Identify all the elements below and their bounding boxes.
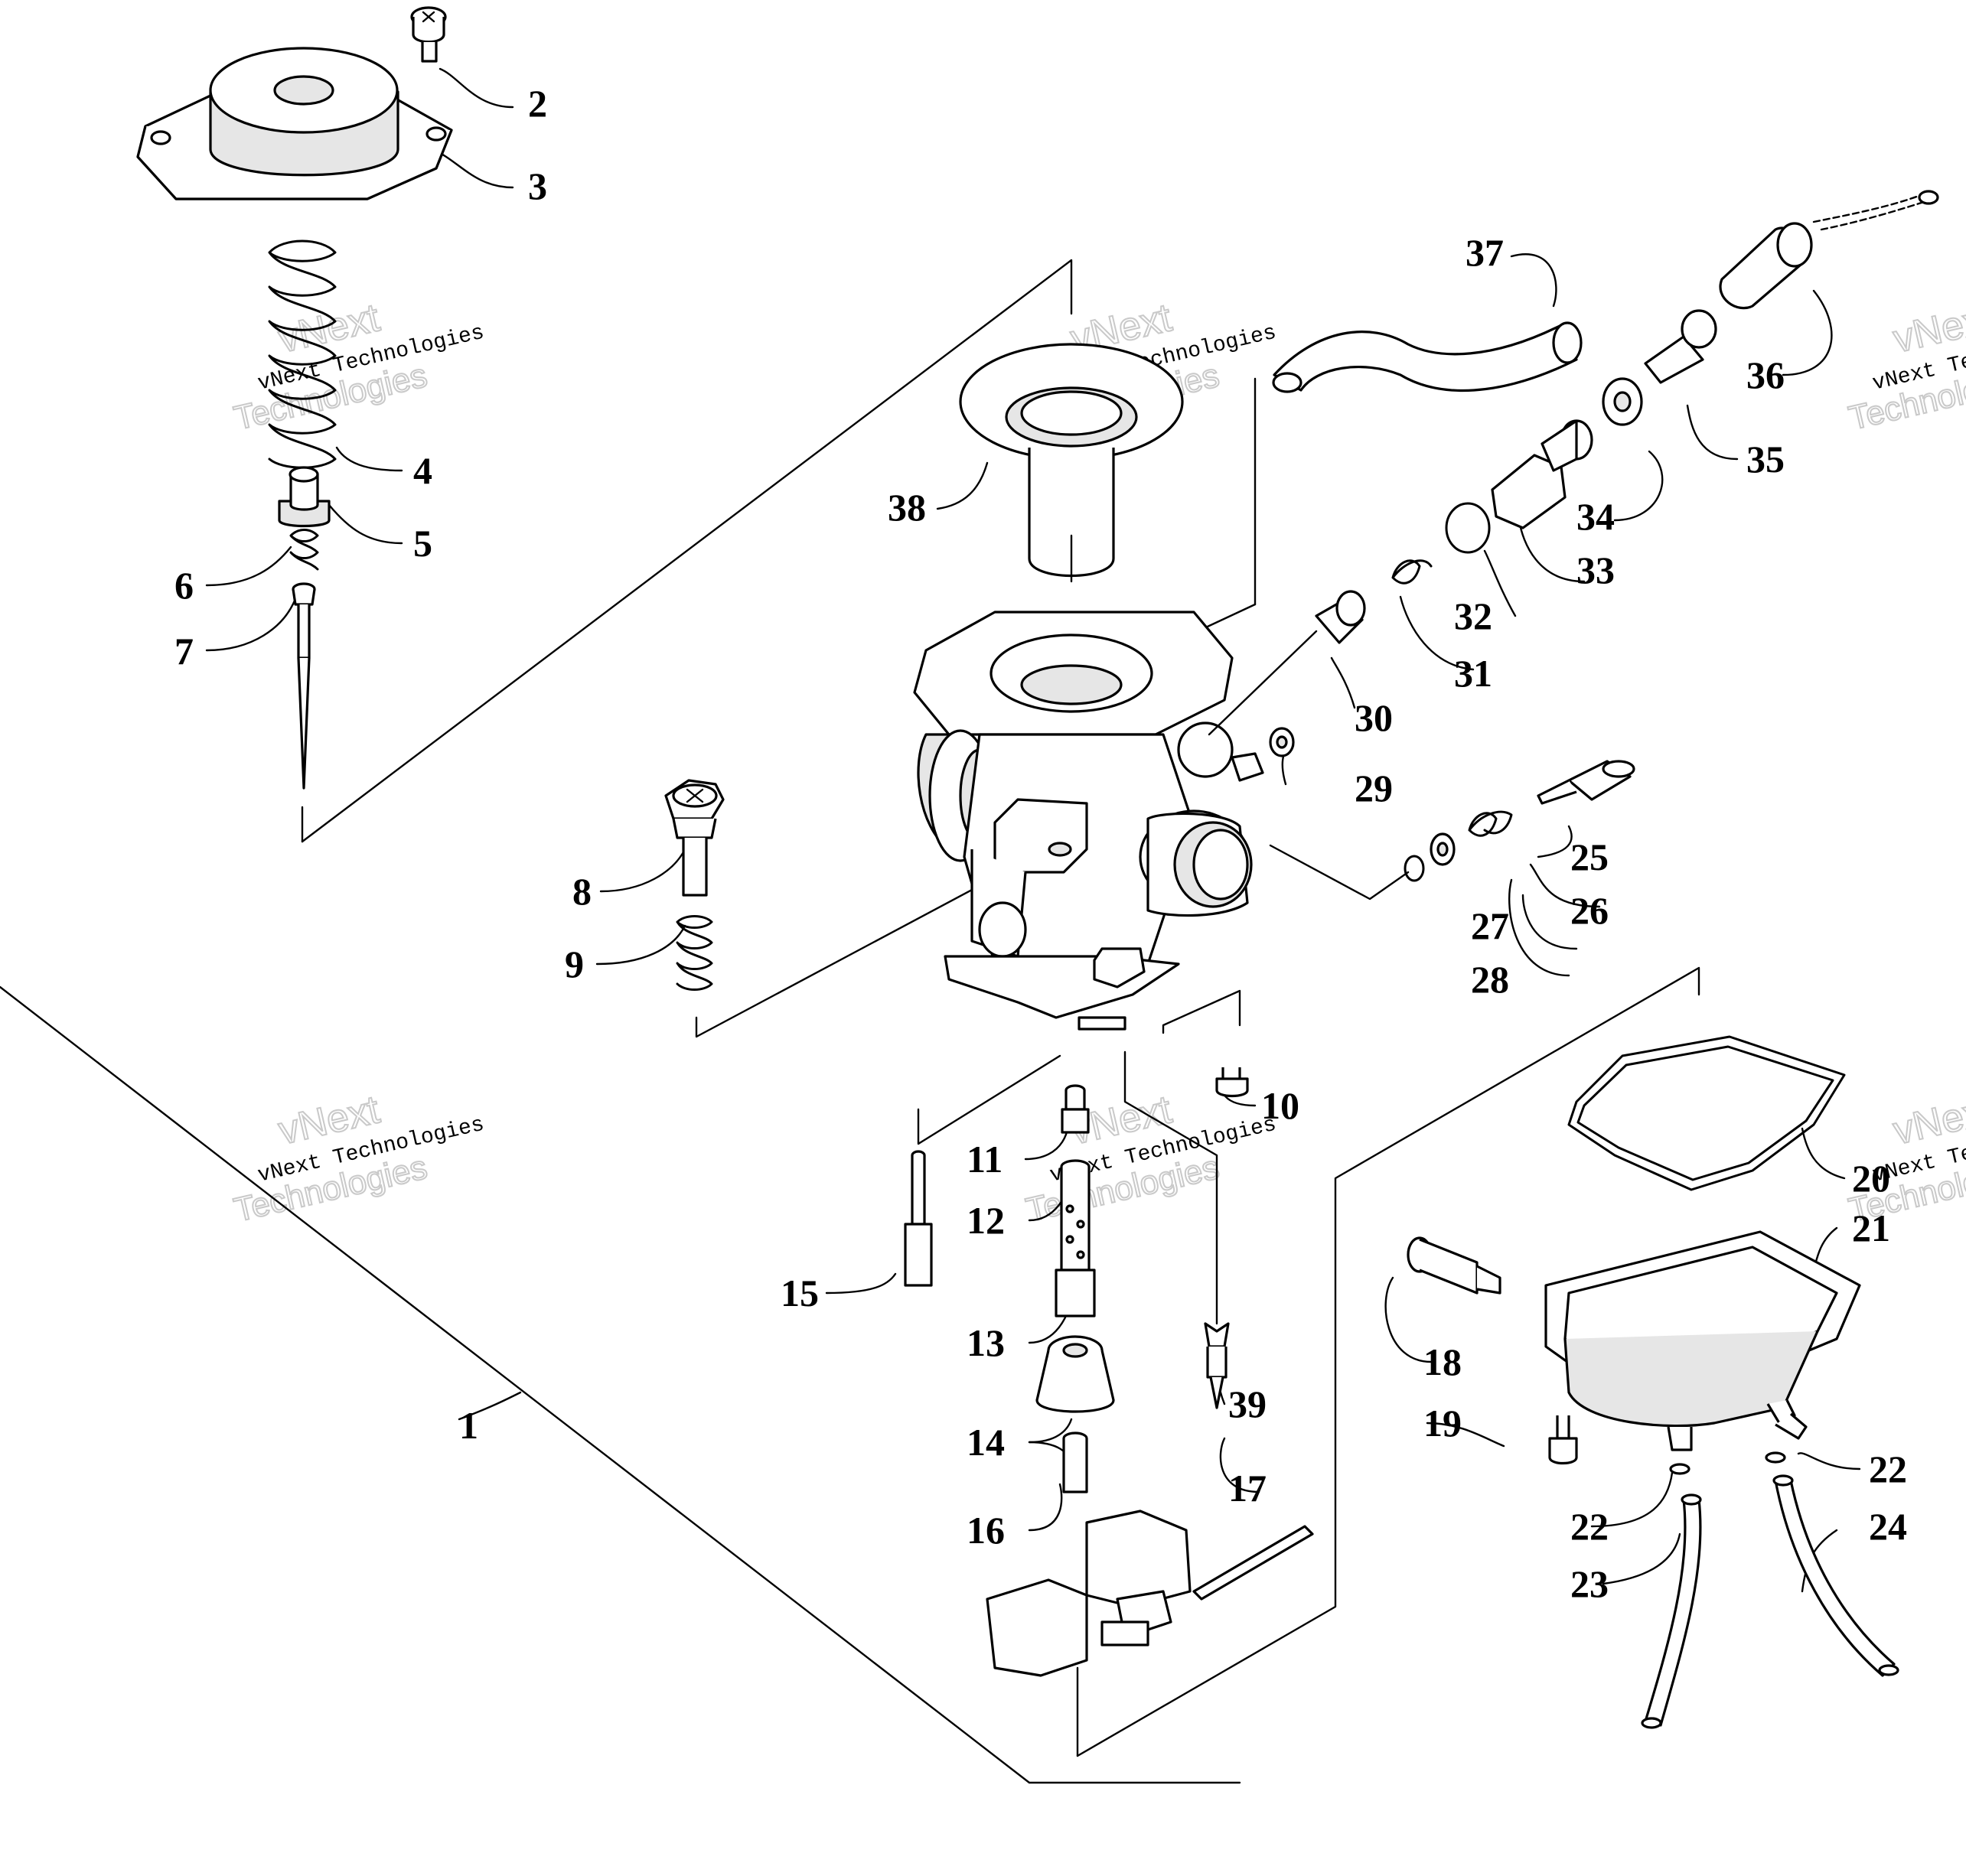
callout-4: 4 (413, 449, 432, 492)
part-28-o-ring (1404, 855, 1425, 882)
carburetor-body (913, 611, 1264, 1031)
callout-1: 1 (459, 1404, 478, 1447)
part-30-starter-plunger (1208, 590, 1366, 736)
callout-26: 26 (1570, 889, 1609, 932)
leader-lines (205, 67, 1861, 1593)
part-14-main-jet (1062, 1431, 1088, 1493)
callout-17: 17 (1228, 1467, 1267, 1510)
callout-15: 15 (781, 1272, 819, 1314)
callout-6: 6 (174, 564, 194, 607)
callout-35: 35 (1746, 438, 1785, 480)
part-11-pilot-jet (1061, 1084, 1090, 1134)
part-18-drain-screw (1407, 1236, 1501, 1295)
callout-25: 25 (1570, 835, 1609, 878)
part-25-air-screw (1537, 760, 1635, 805)
callout-38: 38 (888, 486, 926, 529)
part-6-clip-spring (289, 529, 319, 571)
callout-37: 37 (1466, 231, 1504, 274)
callout-8: 8 (572, 870, 592, 913)
part-16-float (986, 1510, 1192, 1677)
watermark: vNext vNext Technologies Technologies (1844, 295, 1966, 438)
part-3-top-cover (136, 47, 453, 200)
callout-33: 33 (1576, 549, 1615, 591)
callout-27: 27 (1471, 904, 1509, 947)
part-20-gasket (1567, 1035, 1846, 1191)
callout-10: 10 (1261, 1084, 1299, 1127)
part-34-nut (1602, 377, 1643, 426)
part-2-screw (410, 6, 447, 63)
part-35-cable-adapter (1644, 309, 1717, 384)
part-38-diaphragm-slide (959, 343, 1184, 583)
callout-32: 32 (1454, 594, 1492, 637)
part-24-hose (1772, 1474, 1899, 1677)
callout-3: 3 (528, 164, 547, 207)
callout-36: 36 (1746, 353, 1785, 396)
callout-30: 30 (1355, 696, 1393, 739)
callout-5: 5 (413, 522, 432, 565)
part-21-float-bowl (1544, 1230, 1861, 1451)
callout-7: 7 (174, 630, 194, 673)
svg-text:vNext: vNext (1889, 295, 1966, 362)
svg-text:vNext: vNext (1889, 1087, 1966, 1154)
part-12-needle-jet (1055, 1159, 1096, 1317)
part-36-boot-cable (1719, 190, 1939, 310)
callout-22-right: 22 (1869, 1448, 1907, 1490)
part-32-o-ring (1445, 502, 1491, 554)
callout-19: 19 (1423, 1402, 1462, 1444)
callout-9: 9 (565, 943, 584, 985)
watermark: vNext vNext Technologies Technologies (230, 1086, 486, 1229)
callout-13: 13 (967, 1321, 1005, 1364)
part-23-hose (1641, 1493, 1702, 1729)
assembly-outline (0, 259, 1700, 1784)
callout-12: 12 (967, 1199, 1005, 1242)
part-29-cap (1269, 727, 1295, 757)
callout-28: 28 (1471, 958, 1509, 1001)
part-39-needle-valve (1204, 1322, 1230, 1409)
callout-29: 29 (1355, 767, 1393, 809)
part-5-retainer (278, 466, 331, 528)
part-17-float-pin (1192, 1525, 1314, 1601)
callout-22-left: 22 (1570, 1505, 1609, 1548)
watermark: vNext vNext Technologies Technologies (230, 295, 486, 438)
callout-39: 39 (1228, 1383, 1267, 1425)
part-7-jet-needle (292, 582, 316, 790)
part-8-adjust-screw (664, 779, 725, 897)
part-31-spring (1391, 559, 1433, 585)
callout-20: 20 (1852, 1157, 1890, 1200)
callout-18: 18 (1423, 1340, 1462, 1383)
part-37-vent-hose (1272, 321, 1583, 393)
callout-24: 24 (1869, 1505, 1907, 1548)
callout-31: 31 (1454, 652, 1492, 695)
callout-21: 21 (1852, 1207, 1890, 1249)
part-22-clip-right (1765, 1451, 1786, 1464)
part-15-pilot-screw (904, 1150, 933, 1287)
part-27-washer (1430, 832, 1456, 866)
callout-labels: 1 2 3 4 5 6 7 8 9 10 11 12 13 14 15 16 1… (174, 82, 1907, 1605)
callout-23: 23 (1570, 1562, 1609, 1605)
watermark: vNext vNext Technologies Technologies (1844, 1086, 1966, 1229)
part-33-plunger-nut (1491, 419, 1593, 529)
callout-16: 16 (967, 1509, 1005, 1552)
part-9-spring (676, 915, 713, 991)
callout-11: 11 (967, 1138, 1003, 1181)
part-4-spring (268, 239, 337, 469)
part-19-screw (1548, 1415, 1578, 1465)
callout-2: 2 (528, 82, 547, 125)
callout-34: 34 (1576, 495, 1615, 538)
part-10-screw (1215, 1067, 1249, 1098)
part-26-spring (1468, 810, 1513, 837)
part-22-clip-left (1669, 1463, 1690, 1475)
callout-14: 14 (967, 1421, 1005, 1464)
part-13-jet-holder (1035, 1335, 1115, 1413)
